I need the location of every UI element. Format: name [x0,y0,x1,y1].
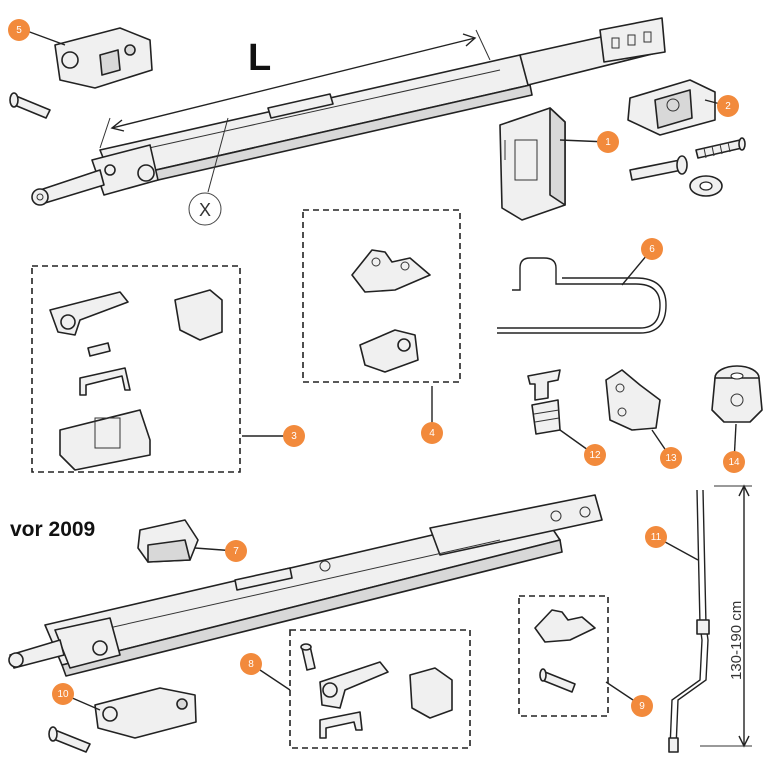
callout-badge-7: 7 [225,540,247,562]
lower-arm-assembly [8,494,603,677]
callout-number: 1 [605,137,611,148]
callout-badge-5: 5 [8,19,30,41]
part-6-rod [497,257,667,334]
callout-badge-8: 8 [240,653,262,675]
callout-badge-9: 9 [631,695,653,717]
callout-badge-4: 4 [421,422,443,444]
callout-number: 12 [589,450,601,461]
part-8-components [300,643,453,739]
callout-number: 7 [233,546,239,557]
part-7-cap [137,519,199,563]
part-14-knob [711,365,763,423]
callout-badge-11: 11 [645,526,667,548]
strap-dimension-label: 130-190 cm [728,601,745,680]
callout-badge-circle [723,451,745,473]
callout-number: 11 [651,532,662,543]
part-3-components [49,289,223,471]
callout-number: 4 [429,428,435,439]
part-9-components [534,609,596,693]
length-label: L [248,37,271,79]
callout-number: 10 [57,689,69,700]
callout-badge-circle [660,447,682,469]
part-5-end-fitting [54,27,153,89]
callout-badge-14: 14 [723,451,745,473]
part-12-plug [527,369,561,435]
callout-number: 2 [725,101,731,112]
callout-badge-10: 10 [52,683,74,705]
part-11-strap [668,489,710,753]
callout-badge-circle [584,444,606,466]
callout-number: 8 [248,659,254,670]
callout-number: 6 [649,244,655,255]
cross-section-marker: X [188,117,229,226]
callout-badge-12: 12 [584,444,606,466]
callout-badge-circle [597,131,619,153]
strap-dimension [700,484,752,748]
callout-badge-6: 6 [641,238,663,260]
screw-icon [695,137,746,159]
callout-badge-circle [8,19,30,41]
callout-badge-1: 1 [597,131,619,153]
callout-number: 14 [728,457,740,468]
part-4-components [351,249,431,373]
callout-badge-2: 2 [717,95,739,117]
callout-number: 5 [16,25,22,36]
callout-badge-circle [240,653,262,675]
callout-badge-circle [283,425,305,447]
part-1-end-cap [499,107,566,221]
part-3-kit-box [31,265,241,473]
callout-badge-circle [52,683,74,705]
rivet-icon [629,155,688,181]
callout-number: 3 [291,431,297,442]
part-4-kit-box [302,209,461,383]
callout-badge-circle [421,422,443,444]
washer-icon [689,175,723,197]
pin-icon [48,726,91,753]
pin-icon [9,92,51,119]
callout-number: 13 [665,453,677,464]
callout-badge-3: 3 [283,425,305,447]
length-dimension [99,29,491,149]
part-13-clip [605,369,661,431]
callout-badge-circle [717,95,739,117]
part-8-kit-box [289,629,471,749]
callout-badge-circle [641,238,663,260]
callout-badge-circle [225,540,247,562]
upper-arm-assembly [31,17,666,206]
part-9-kit-box [518,595,609,717]
callout-badge-circle [631,695,653,717]
part-10-end-fitting [94,687,197,739]
callout-number: 9 [639,701,645,712]
part-2-bracket [627,79,716,136]
section-label: vor 2009 [10,518,95,541]
cross-section-label: X [199,200,211,220]
callout-badge-13: 13 [660,447,682,469]
callout-badge-circle [645,526,667,548]
